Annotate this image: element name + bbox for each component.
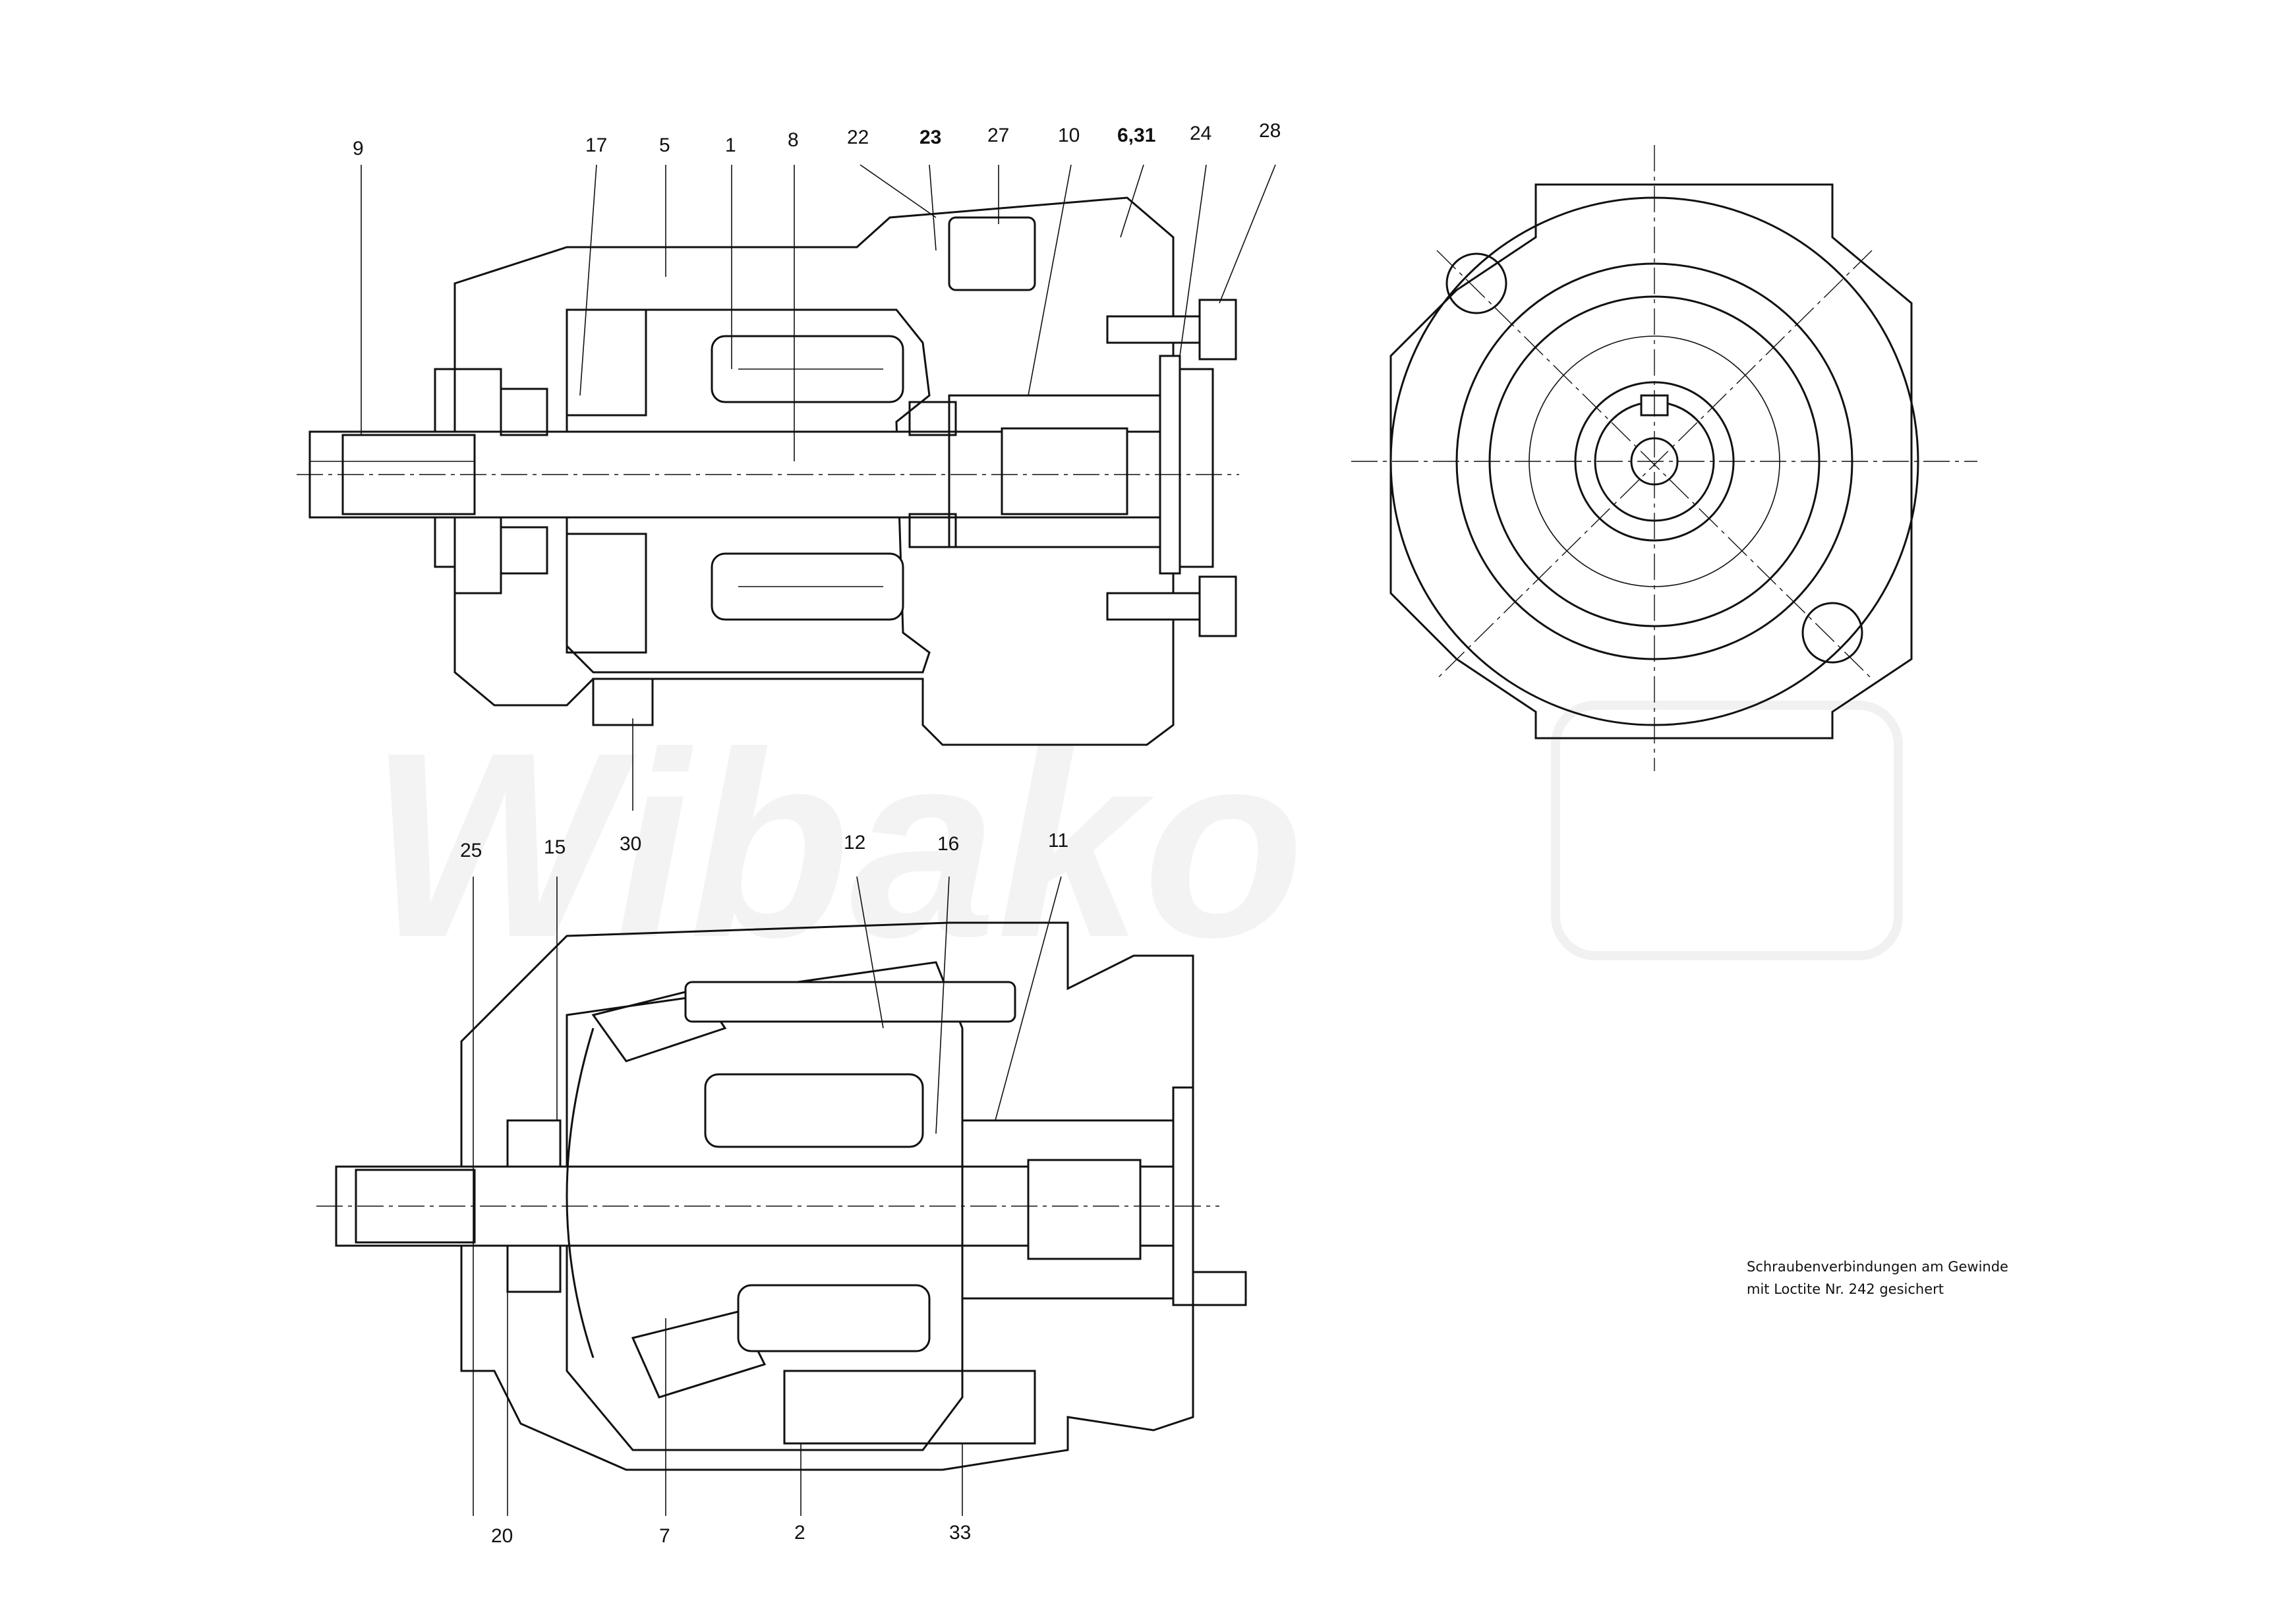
note-line-1: Schraubenverbindungen am Gewinde (1747, 1259, 2008, 1275)
callout-15: 15 (544, 836, 566, 858)
callout-8: 8 (788, 129, 799, 151)
callout-16: 16 (937, 833, 959, 855)
callout-17: 17 (585, 134, 607, 156)
callout-11: 11 (1048, 830, 1068, 852)
callout-33: 33 (949, 1522, 971, 1544)
callout-9: 9 (353, 138, 364, 160)
callout-20: 20 (491, 1525, 513, 1547)
callout-numbers-top: 9 17 5 1 8 22 23 27 10 6,31 24 28 30 (353, 120, 1281, 855)
callout-25: 25 (460, 840, 482, 861)
watermark-logo: Wibako (369, 697, 1903, 992)
callout-6-31: 6,31 (1117, 125, 1155, 146)
callout-leaders (361, 164, 1276, 1516)
bottom-section-view (316, 921, 1247, 1471)
callout-7: 7 (659, 1525, 670, 1547)
end-view (1351, 145, 1977, 771)
callout-27: 27 (987, 125, 1009, 146)
callout-28: 28 (1259, 120, 1281, 142)
callout-2: 2 (794, 1522, 805, 1544)
callout-24: 24 (1190, 123, 1211, 144)
top-section-view (297, 196, 1239, 746)
callout-22: 22 (847, 127, 869, 148)
callout-30: 30 (620, 833, 641, 855)
callout-23: 23 (919, 127, 941, 148)
callout-5: 5 (659, 134, 670, 156)
watermark-text: Wibako (369, 697, 1304, 992)
callout-10: 10 (1058, 125, 1080, 146)
callout-1: 1 (725, 134, 736, 156)
callout-numbers-bottom: 25 15 12 16 11 20 7 2 33 (460, 830, 1068, 1547)
note-line-2: mit Loctite Nr. 242 gesichert (1747, 1281, 1944, 1297)
assembly-note: Schraubenverbindungen am Gewinde mit Loc… (1747, 1256, 2008, 1300)
callout-12: 12 (844, 832, 865, 854)
